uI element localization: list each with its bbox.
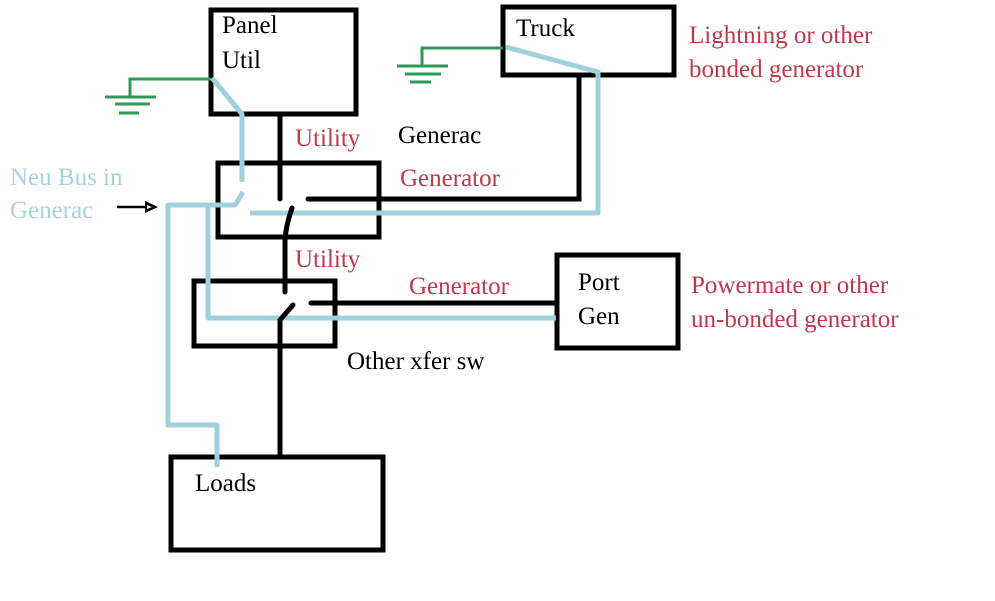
- panel-ground-wire: [128, 77, 211, 97]
- generac-switch-label: Generac: [398, 122, 481, 149]
- panel-neutral-wire: [210, 76, 245, 182]
- truck-note-line2: bonded generator: [689, 56, 864, 83]
- truck-box: [500, 4, 677, 78]
- generac-to-truck-neutral: [250, 44, 601, 216]
- other-switch-neutral-wire: [205, 205, 556, 321]
- generac-generator-label: Generator: [400, 165, 501, 192]
- ground-icon: [397, 64, 448, 84]
- neutral-bus-note: Neu Bus in: [10, 164, 123, 191]
- neutral-bus-note-line2: Generac: [10, 197, 93, 224]
- truck-note: Lightning or other: [689, 22, 873, 49]
- generac-generator-wire: [305, 72, 582, 202]
- truck-label: Truck: [516, 15, 575, 42]
- other-switch-blade: [277, 302, 296, 460]
- other-switch-box: [191, 278, 338, 349]
- generac-neutral-switch: [165, 190, 246, 467]
- panel-box: [208, 7, 359, 117]
- other-utility-label: Utility: [295, 246, 361, 273]
- arrow-right-icon: [117, 201, 158, 213]
- other-generator-label: Generator: [409, 273, 510, 300]
- other-switch-label: Other xfer sw: [347, 348, 484, 375]
- panel-sublabel: Util: [222, 47, 261, 74]
- truck-ground-wire: [420, 46, 503, 65]
- loads-box: [168, 454, 386, 553]
- generac-switch-blade: [282, 205, 295, 295]
- generac-utility-label: Utility: [295, 125, 361, 152]
- port-gen-note-line2: un-bonded generator: [691, 306, 899, 333]
- port-gen-note: Powermate or other: [691, 272, 889, 299]
- port-gen-label: Port: [578, 269, 620, 296]
- port-gen-sublabel: Gen: [578, 303, 620, 330]
- panel-label: Panel: [222, 12, 278, 39]
- ground-icon: [105, 95, 156, 115]
- loads-label: Loads: [195, 470, 256, 497]
